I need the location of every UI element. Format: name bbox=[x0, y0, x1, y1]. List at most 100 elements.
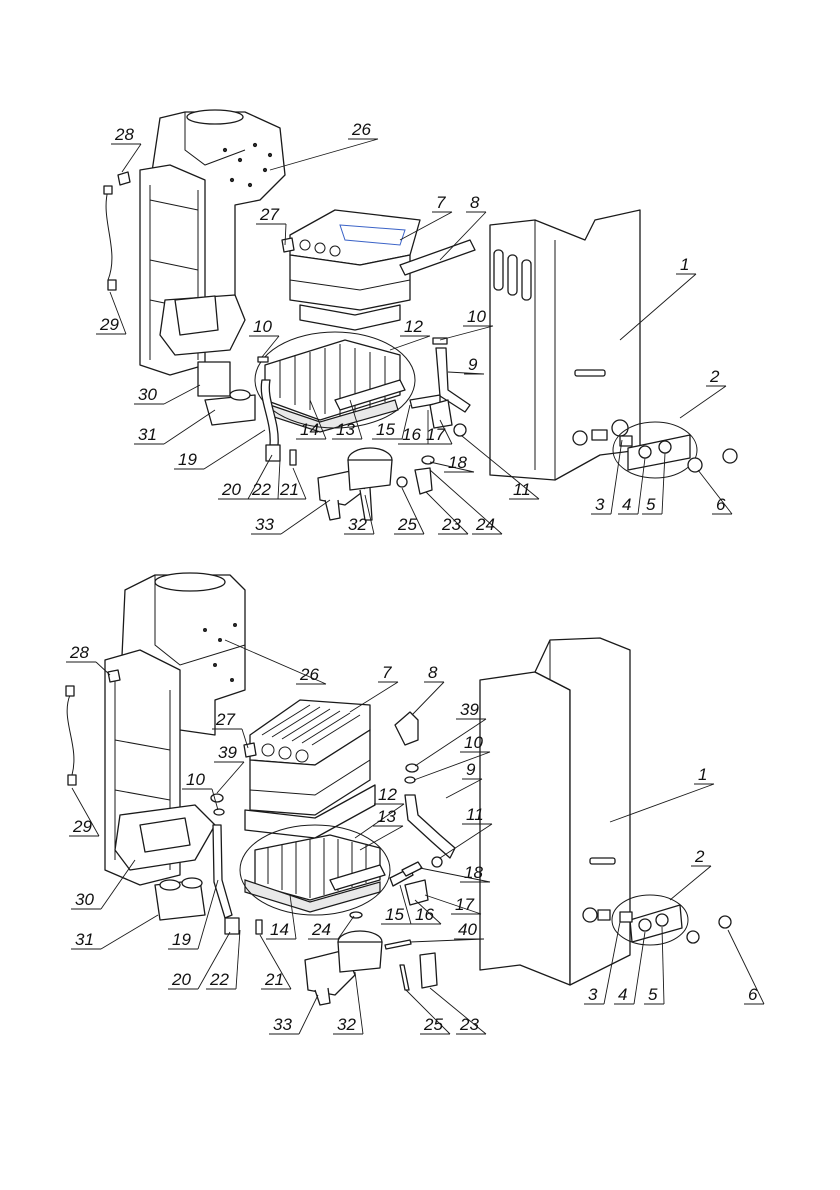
callout-number: 14 bbox=[270, 920, 289, 939]
part-2-control-panel bbox=[611, 894, 689, 946]
callout-top-4: 4 bbox=[618, 457, 646, 515]
callout-number: 15 bbox=[376, 420, 395, 439]
part-1-casing bbox=[479, 637, 631, 986]
callout-number: 39 bbox=[218, 743, 237, 762]
part-8-bracket bbox=[394, 711, 419, 746]
part-10-washer-a bbox=[432, 337, 448, 345]
callout-top-20: 20 bbox=[218, 454, 273, 500]
callout-leader-line bbox=[461, 435, 540, 500]
callout-number: 16 bbox=[402, 425, 421, 444]
callout-number: 28 bbox=[69, 643, 89, 662]
callout-number: 4 bbox=[618, 985, 627, 1004]
callout-leader-line bbox=[71, 787, 100, 837]
callout-leader-line bbox=[235, 929, 241, 990]
callout-number: 12 bbox=[404, 317, 423, 336]
callout-bottom-17: 17 bbox=[424, 894, 482, 915]
callout-number: 9 bbox=[466, 760, 476, 779]
callout-leader-line bbox=[121, 143, 142, 173]
callout-leader-line bbox=[429, 461, 475, 473]
part-4-knob bbox=[638, 445, 652, 459]
callout-top-2: 2 bbox=[679, 367, 727, 419]
callout-number: 11 bbox=[466, 805, 484, 824]
callout-leader-line bbox=[405, 989, 451, 1035]
part-22-screw bbox=[255, 919, 263, 935]
callout-leader-line bbox=[163, 384, 201, 405]
callout-top-26: 26 bbox=[269, 120, 379, 171]
part-13-bar bbox=[329, 864, 386, 891]
callout-bottom-40: 40 bbox=[409, 920, 485, 943]
callout-leader-line bbox=[425, 491, 469, 535]
callout-top-3: 3 bbox=[591, 439, 623, 515]
callout-number: 33 bbox=[255, 515, 274, 534]
callout-leader-line bbox=[100, 859, 136, 910]
part-7-heat-exchanger bbox=[244, 699, 376, 839]
part-27-sensor bbox=[243, 742, 257, 758]
callout-top-5: 5 bbox=[642, 452, 666, 515]
callout-number: 29 bbox=[99, 315, 119, 334]
callout-number: 27 bbox=[259, 205, 279, 224]
callout-leader-line bbox=[359, 825, 404, 851]
callout-bottom-23: 23 bbox=[429, 987, 487, 1035]
part-24-ring bbox=[349, 911, 363, 919]
callout-leader-line bbox=[401, 487, 425, 535]
callout-leader-line bbox=[610, 439, 623, 515]
callout-number: 6 bbox=[748, 985, 758, 1004]
callout-leader-line bbox=[309, 399, 327, 440]
callout-number: 22 bbox=[251, 480, 271, 499]
callout-bottom-21: 21 bbox=[259, 934, 292, 990]
callout-number: 13 bbox=[336, 420, 355, 439]
callout-number: 25 bbox=[423, 1015, 443, 1034]
callout-number: 22 bbox=[209, 970, 229, 989]
callout-bottom-25: 25 bbox=[405, 989, 451, 1035]
callout-leader-line bbox=[100, 914, 159, 950]
part-30-unit bbox=[197, 361, 231, 397]
callout-number: 13 bbox=[377, 807, 396, 826]
part-28-sensor bbox=[117, 171, 131, 186]
part-29-connector bbox=[103, 185, 113, 195]
callout-bottom-29: 29 bbox=[69, 787, 100, 837]
part-10-washer-b bbox=[257, 356, 269, 363]
callout-number: 1 bbox=[680, 255, 689, 274]
part-4-knob bbox=[638, 918, 652, 932]
callout-leader-line bbox=[439, 823, 493, 859]
callout-top-24: 24 bbox=[429, 469, 503, 535]
part-25-pin bbox=[399, 964, 410, 991]
callout-number: 39 bbox=[460, 700, 479, 719]
part-3-switch bbox=[619, 911, 633, 923]
callout-leader-line bbox=[399, 211, 453, 241]
part-25-oring bbox=[396, 476, 408, 488]
callout-number: 18 bbox=[448, 453, 467, 472]
callout-top-30: 30 bbox=[134, 384, 201, 405]
part-23-elbow bbox=[414, 467, 433, 495]
part-8-pipe bbox=[399, 239, 476, 276]
callout-number: 7 bbox=[436, 193, 446, 212]
callout-leader-line bbox=[447, 371, 485, 375]
callout-bottom-15: 15 bbox=[381, 884, 412, 925]
callout-leader-line bbox=[224, 639, 327, 685]
callout-number: 6 bbox=[716, 495, 726, 514]
callout-number: 5 bbox=[648, 985, 658, 1004]
callout-bottom-6: 6 bbox=[727, 929, 765, 1005]
callout-top-11: 11 bbox=[461, 435, 540, 500]
callout-bottom-18: 18 bbox=[419, 863, 491, 883]
callout-leader-line bbox=[163, 409, 216, 445]
callout-bottom-14: 14 bbox=[266, 894, 297, 940]
callout-number: 26 bbox=[351, 120, 371, 139]
callout-leader-line bbox=[439, 325, 494, 341]
callout-number: 19 bbox=[172, 930, 191, 949]
callout-number: 21 bbox=[279, 480, 299, 499]
callout-leader-line bbox=[289, 894, 297, 940]
part-6-cap-b bbox=[718, 915, 732, 929]
part-7-heat-exchanger bbox=[289, 209, 421, 331]
callout-top-17: 17 bbox=[422, 419, 453, 445]
callout-number: 20 bbox=[221, 480, 241, 499]
callout-leader-line bbox=[349, 399, 363, 440]
callout-leader-line bbox=[439, 419, 453, 445]
callout-number: 17 bbox=[455, 895, 474, 914]
part-10-washer-b bbox=[213, 808, 225, 816]
part-11-nut bbox=[453, 423, 467, 437]
callout-bottom-33: 33 bbox=[269, 994, 319, 1035]
part-40-pin bbox=[384, 939, 412, 950]
callout-bottom-30: 30 bbox=[71, 859, 136, 910]
